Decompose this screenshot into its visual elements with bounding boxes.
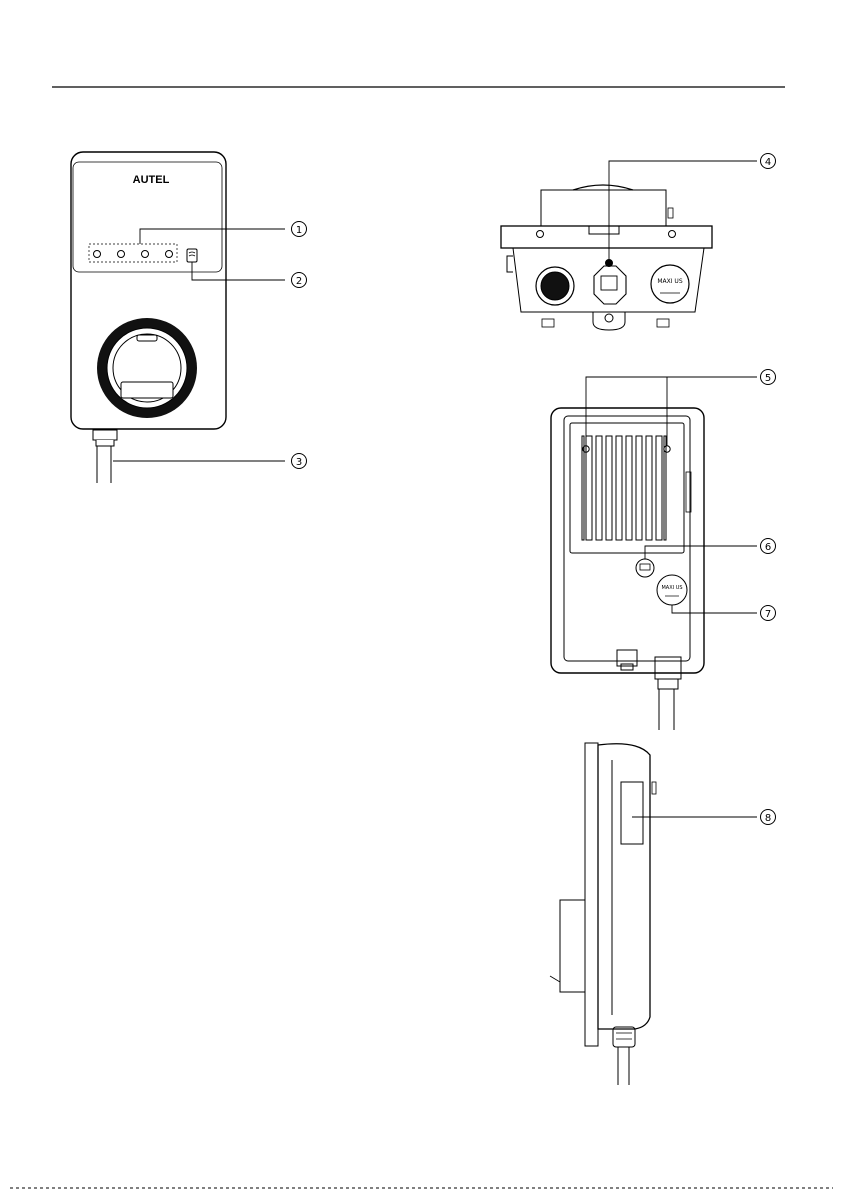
holster-window [121,382,173,398]
side-holster [560,900,585,992]
callout-2: 2 [296,276,302,287]
callout-labels: 1 2 3 4 5 6 7 8 [296,157,771,824]
led-indicator-3 [142,251,149,258]
side-label [621,782,643,844]
bottom-top-housing [541,190,666,226]
ethernet-port-nut [594,266,626,304]
bottom-flange [501,226,712,248]
bottom-mount-tab [593,312,625,330]
callout-6: 6 [765,542,771,553]
front-view-charger [71,152,226,483]
front-brand-logo: AUTEL [133,174,170,186]
side-body [598,744,650,1029]
leader-1 [140,229,285,244]
led-indicator-1 [94,251,101,258]
heatsink-screw-right [664,446,670,452]
ethernet-port [601,276,617,290]
back-view-charger [551,408,704,730]
bottom-tab [589,226,619,234]
heatsink-fins [582,436,666,540]
cable-gland [93,430,117,440]
led-indicator-group [89,244,177,262]
bottom-side-nub [507,256,513,272]
cable-entry-inner [541,272,569,300]
bottom-view-charger [501,185,712,330]
led-indicators [94,251,173,258]
callout-8: 8 [765,813,771,824]
led-indicator-4 [166,251,173,258]
leader-7 [672,605,757,613]
side-backplate [585,743,598,1046]
callout-4: 4 [765,157,771,168]
back-indicator-icon [636,559,654,577]
rfid-reader-icon [187,249,197,262]
back-cable-gland [655,657,681,679]
side-view-charger [550,743,656,1085]
bottom-dome [573,185,633,190]
callout-5: 5 [765,373,771,384]
bottom-model-label: MAXI US [657,278,682,285]
side-cable-gland [613,1027,635,1047]
callout-3: 3 [296,457,302,468]
led-indicator-2 [118,251,125,258]
callout-1: 1 [296,225,302,236]
callout-7: 7 [765,609,771,620]
back-inner-panel [564,416,690,661]
leader-2 [192,262,285,280]
back-model-label: MAXI US [661,585,682,591]
holster-latch [137,335,157,341]
